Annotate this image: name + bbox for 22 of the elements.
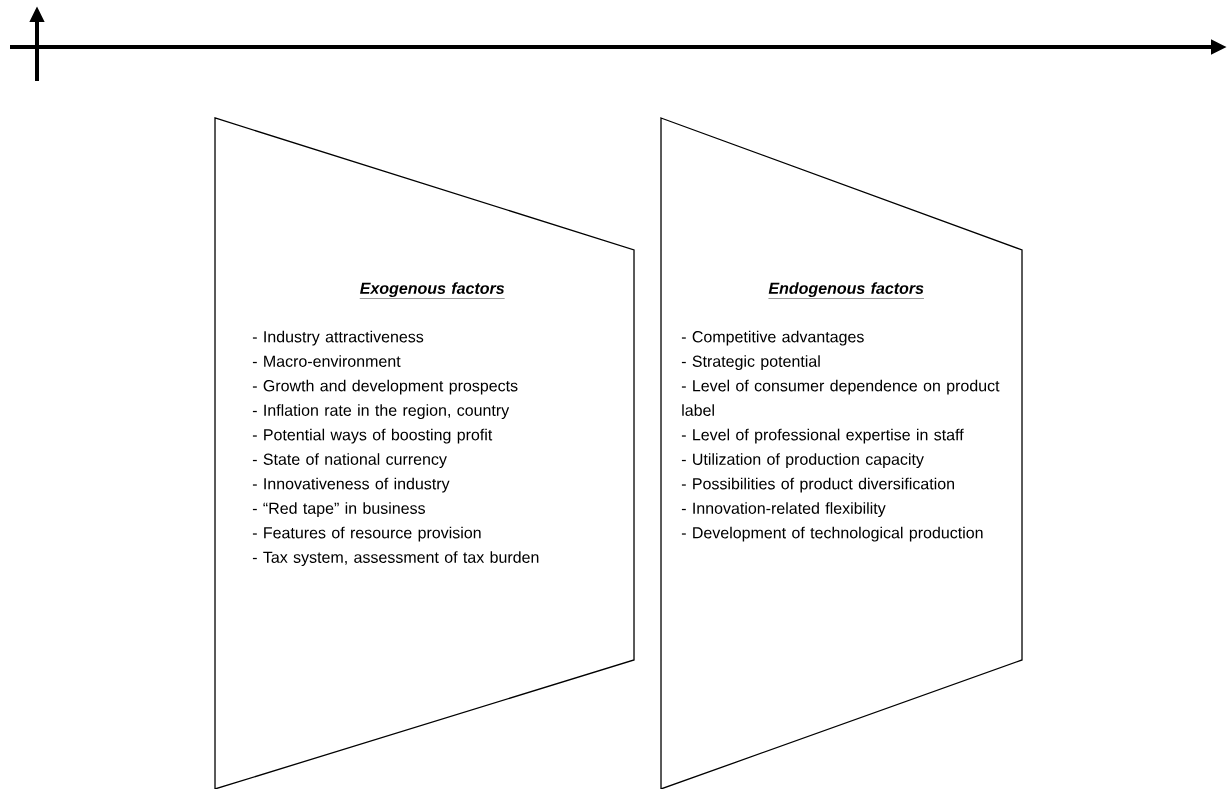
heading: Exogenous factors	[359, 282, 505, 299]
list-item: - Tax system, assessment of tax burden	[252, 551, 539, 567]
list-item: - Strategic potential	[681, 355, 820, 371]
list-item: - Features of resource provision	[252, 526, 481, 542]
list-item: - Development of technological production	[681, 526, 983, 542]
list-item: - Innovativeness of industry	[252, 477, 450, 493]
list-item: - Possibilities of product diversification	[681, 477, 954, 493]
list-item: - “Red tape” in business	[252, 502, 425, 518]
list-item: - Industry attractiveness	[252, 330, 424, 346]
list-item: - State of national currency	[252, 453, 447, 469]
heading: Endogenous factors	[768, 282, 925, 299]
list-item: - Level of professional expertise in staff	[681, 428, 964, 444]
list-item: - Level of consumer dependence on product label	[681, 379, 1000, 416]
list-item: - Innovation-related flexibility	[681, 502, 886, 518]
list-item: - Potential ways of boosting profit	[252, 428, 493, 444]
list-item: - Macro-environment	[252, 355, 401, 367]
list-item: - Competitive advantages	[681, 330, 864, 346]
list-item: - Growth and development prospects	[252, 379, 518, 395]
list-item: - Inflation rate in the region, country	[252, 404, 510, 420]
trapezoid-panel	[660, 117, 1023, 789]
trapezoid-panel	[214, 117, 635, 789]
list-item: - Utilization of production capacity	[681, 453, 924, 469]
